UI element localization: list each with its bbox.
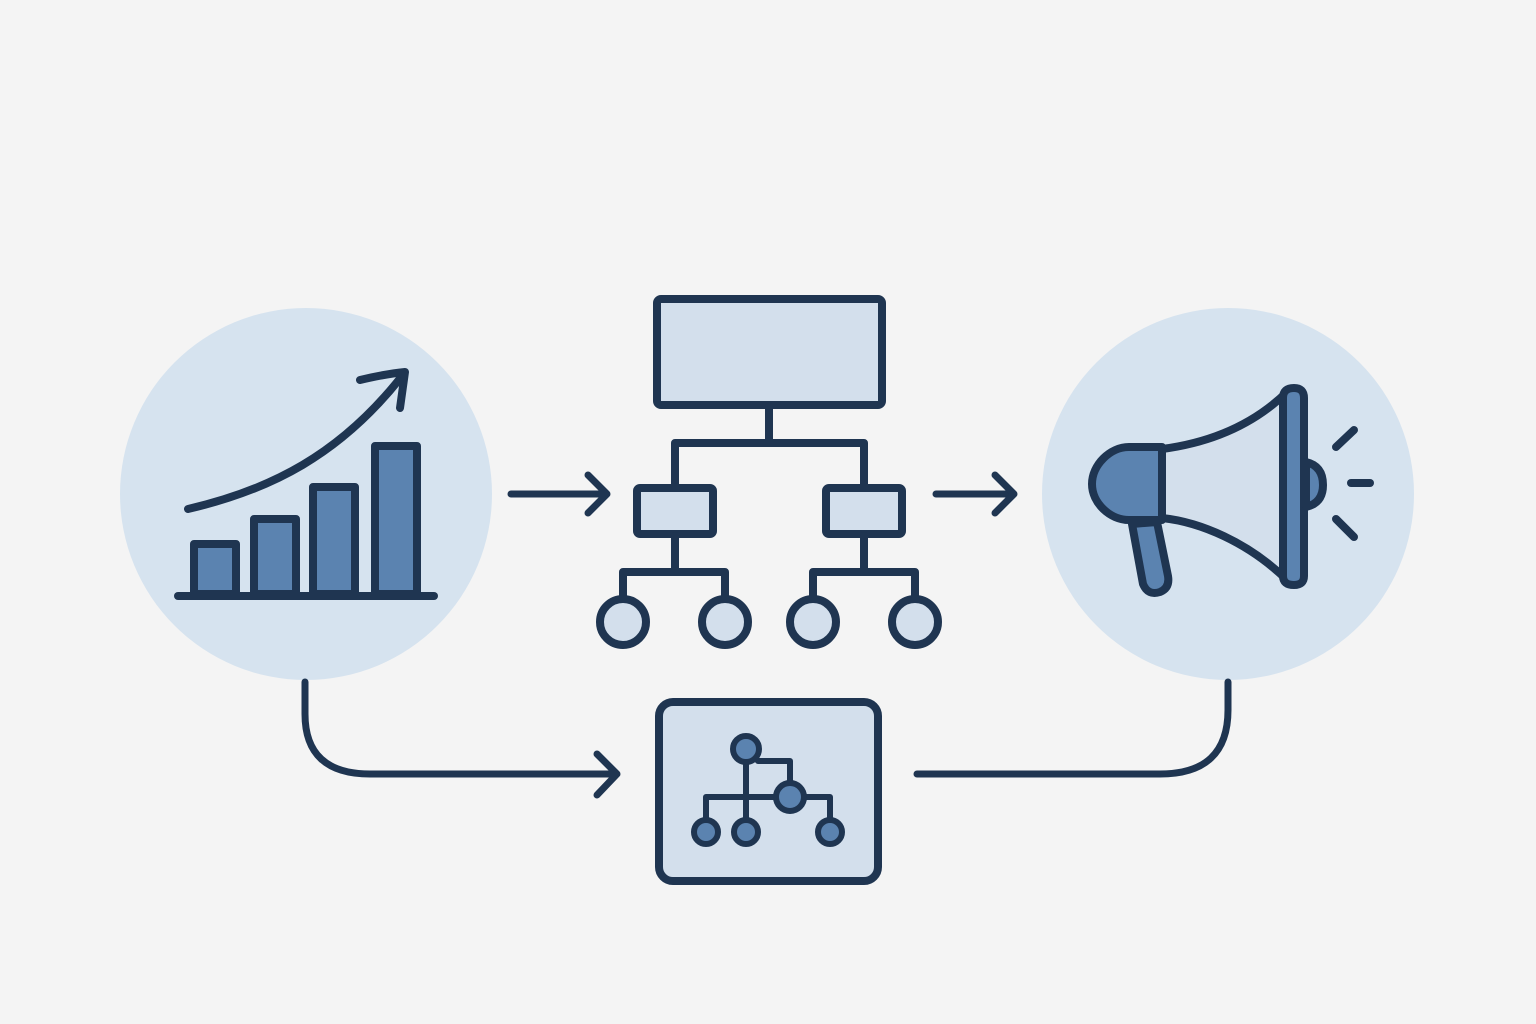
growth-node-circle [120, 308, 492, 680]
org-leaf-4 [888, 595, 942, 649]
megaphone-rim [1279, 384, 1308, 589]
megaphone-handle [1128, 518, 1173, 597]
sound-wave-top [1332, 426, 1358, 451]
megaphone-icon [1088, 384, 1374, 597]
growth-node [120, 308, 492, 680]
network-leaf-2 [731, 817, 761, 847]
arrow-growth-to-network [301, 678, 621, 799]
org-leaf-1 [596, 595, 650, 649]
line-network-to-broadcast [913, 678, 1232, 778]
network-hub-node [773, 780, 807, 814]
bar-2 [250, 515, 300, 598]
org-top-box [653, 295, 886, 409]
org-chart-icon [596, 295, 942, 649]
bar-1 [190, 540, 240, 598]
trend-arrow-line [184, 372, 406, 513]
arrow-org-to-broadcast [932, 471, 1018, 517]
broadcast-node [1042, 308, 1414, 680]
bar-3 [309, 483, 359, 598]
arrow-growth-to-org [507, 471, 611, 517]
network-box [655, 698, 882, 885]
network-root-node [730, 733, 762, 765]
trend-arrow-head [356, 368, 409, 412]
org-leaf-3 [786, 595, 840, 649]
bar-chart-growth-icon [174, 368, 438, 600]
megaphone-mouthpiece [1088, 443, 1166, 524]
org-mid-box-right [822, 484, 906, 538]
megaphone-bell [1302, 458, 1327, 511]
network-node [655, 698, 882, 885]
network-leaf-1 [691, 817, 721, 847]
org-mid-box-left [633, 484, 717, 538]
sound-wave-bottom [1332, 515, 1358, 541]
network-hierarchy-icon [691, 733, 845, 847]
network-leaf-3 [815, 817, 845, 847]
org-leaf-2 [698, 595, 752, 649]
bar-4 [371, 442, 421, 598]
